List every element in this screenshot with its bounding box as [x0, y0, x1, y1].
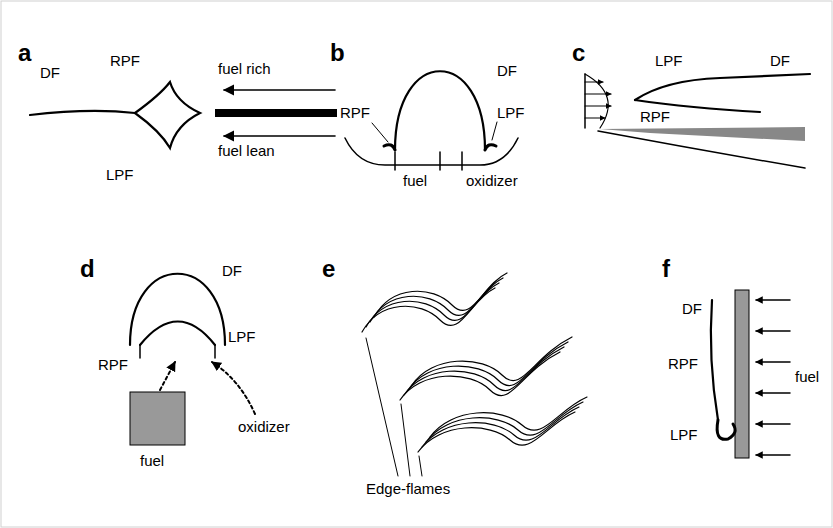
flame-label: oxidizer [466, 172, 518, 190]
flame-label: Edge-flames [366, 480, 450, 498]
velocity-profile [585, 74, 608, 128]
velocity-arrow [585, 105, 611, 106]
flame-label: DF [40, 64, 60, 82]
flame-label: fuel [140, 452, 164, 470]
flame-contour [362, 288, 495, 332]
panel-letter: d [80, 256, 95, 282]
plate-underside [598, 131, 805, 168]
flame-label: LPF [670, 426, 698, 444]
diffusion-flame [711, 300, 718, 420]
premixed-hook [485, 145, 496, 150]
fuel-arrow [756, 454, 790, 456]
flame-leg [139, 345, 141, 358]
panel-letter: a [18, 40, 31, 66]
flame-label: RPF [340, 104, 370, 122]
flame-label: LPF [497, 104, 525, 122]
fuel-plate [600, 127, 805, 141]
panel-letter: c [572, 40, 585, 66]
flame-label: RPF [640, 108, 670, 126]
flame-label: DF [497, 62, 517, 80]
flame-contour [412, 337, 572, 385]
flame-label: RPF [98, 356, 128, 374]
flame-contour [370, 278, 503, 322]
flame-label: RPF [110, 52, 140, 70]
dome-flame [395, 71, 485, 150]
panel-letter: b [330, 40, 345, 66]
fuel-arrow [756, 423, 790, 425]
flame-label: RPF [668, 355, 698, 373]
flame-label: fuel lean [218, 142, 275, 160]
leader-line [372, 123, 388, 142]
dome-flame [130, 274, 225, 345]
flame-label: fuel rich [218, 60, 271, 78]
flame-label: fuel [403, 172, 427, 190]
flame-label: DF [682, 300, 702, 318]
flame-contour [418, 412, 575, 452]
flame-contour [422, 407, 579, 447]
flame-label: fuel [795, 368, 819, 386]
velocity-arrow [585, 93, 611, 94]
flame-label: DF [770, 52, 790, 70]
flame-label: LPF [228, 328, 256, 346]
burner-base [345, 138, 518, 165]
flow-arrow [224, 89, 335, 91]
lean-and-diffusion-flame [635, 74, 810, 100]
flame-label: LPF [655, 52, 683, 70]
oxidizer-flow [212, 362, 255, 414]
fuel-arrow [756, 299, 790, 301]
burner-wall [461, 152, 463, 170]
fuel-arrow [756, 361, 790, 363]
panel-letter: e [322, 256, 335, 282]
leader-line [419, 456, 422, 476]
panel-letter: f [662, 256, 670, 282]
flow-arrow [224, 135, 335, 137]
diffusion-flame-tail [30, 111, 135, 115]
flame-leg [214, 345, 216, 358]
fuel-arrow [756, 392, 790, 394]
flame-contour [430, 397, 587, 437]
velocity-arrow [585, 81, 603, 82]
flame-contour [366, 283, 499, 327]
flame-label: DF [222, 262, 242, 280]
fuel-injection-arrows [756, 300, 790, 455]
flame-label: oxidizer [238, 418, 290, 436]
flame-label: LPF [106, 166, 134, 184]
turbulent-edge-flames [362, 273, 587, 452]
flame-contour [374, 273, 507, 317]
premixed-hook [717, 420, 735, 439]
flame-contour [426, 402, 583, 442]
porous-wall [735, 290, 749, 458]
inner-premixed-flame [140, 322, 215, 346]
burner-wall [394, 152, 396, 170]
fuel-flow [160, 362, 175, 390]
leader-line [492, 122, 497, 140]
burner-wall [439, 152, 441, 170]
triple-flame-wings [135, 82, 200, 148]
fuel-arrow [756, 330, 790, 332]
leader-line [401, 404, 410, 476]
leader-line [366, 338, 398, 476]
velocity-arrow [585, 117, 605, 118]
splitter-plate [215, 109, 337, 117]
fuel-block [130, 392, 185, 445]
premixed-hook [384, 145, 395, 150]
